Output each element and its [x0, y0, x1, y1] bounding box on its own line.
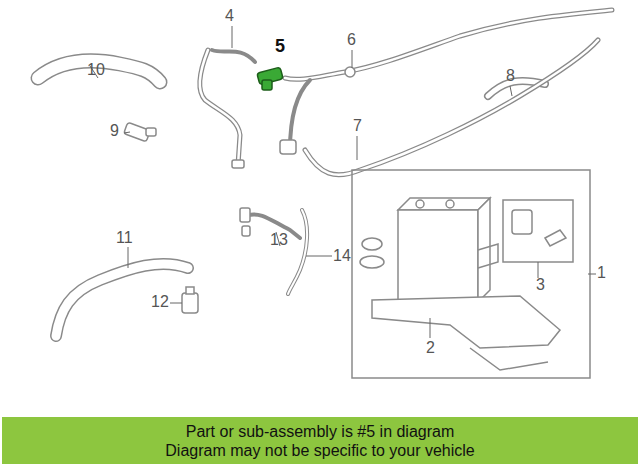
callout-number: 4	[225, 8, 234, 24]
tube	[305, 40, 598, 175]
fitting	[146, 128, 156, 136]
tube	[288, 210, 307, 294]
callout-number: 10	[87, 62, 105, 78]
tube	[200, 50, 240, 165]
leader-line	[128, 247, 129, 268]
callout-number: 11	[116, 230, 133, 246]
callout-number: 1	[597, 265, 606, 281]
leader-line	[538, 262, 539, 278]
callout-number: 8	[506, 68, 515, 84]
tube	[212, 50, 255, 62]
canister-assembly	[503, 200, 573, 262]
leader-line	[306, 256, 332, 257]
canister-assembly	[545, 230, 566, 246]
callout-number: 13	[270, 232, 288, 248]
canister-assembly	[398, 210, 478, 302]
fitting	[232, 160, 244, 168]
canister-assembly	[372, 296, 560, 348]
hose	[56, 264, 188, 336]
callout-number: 3	[536, 277, 545, 293]
fitting	[240, 208, 250, 222]
tube	[200, 50, 240, 165]
leader-line	[430, 318, 431, 338]
note-band: Part or sub-assembly is #5 in diagramDia…	[2, 417, 638, 464]
canister-assembly	[362, 238, 382, 250]
hose	[38, 61, 160, 82]
valve-part-5	[262, 80, 272, 90]
leader-line	[90, 26, 596, 338]
note-text: Part or sub-assembly is #5 in diagram	[2, 422, 638, 441]
tube	[288, 210, 307, 294]
fitting	[124, 67, 355, 313]
canister-assembly	[478, 244, 498, 268]
leader-line	[170, 303, 182, 304]
callout-number: 2	[426, 340, 435, 356]
fitting	[280, 140, 296, 154]
callout-number: 5	[275, 37, 285, 55]
callout-number: 9	[110, 123, 119, 139]
canister-assembly	[398, 198, 490, 210]
leader-line	[352, 50, 353, 68]
leader-line	[588, 274, 596, 275]
callout-number: 14	[333, 248, 351, 264]
canister-assembly	[416, 200, 424, 208]
canister-assembly	[352, 170, 590, 378]
leader-line	[232, 26, 233, 48]
valve-part-5	[257, 67, 283, 90]
hose	[56, 264, 188, 336]
fitting	[186, 287, 194, 294]
fitting	[345, 67, 355, 77]
hose	[38, 61, 160, 82]
callout-number: 6	[347, 32, 356, 48]
tube	[305, 40, 598, 175]
fitting	[182, 293, 198, 313]
canister-assembly	[470, 348, 548, 370]
note-text: Diagram may not be specific to your vehi…	[2, 441, 638, 460]
canister-assembly	[512, 210, 532, 234]
callout-number: 12	[151, 294, 169, 310]
canister-assembly	[446, 200, 454, 208]
fitting	[242, 226, 250, 236]
leader-line	[124, 132, 130, 133]
canister-assembly	[352, 170, 590, 378]
hose	[38, 61, 545, 336]
canister-assembly	[360, 256, 384, 268]
leader-line	[357, 136, 358, 160]
leader-line	[510, 86, 512, 96]
callout-number: 7	[353, 118, 362, 134]
